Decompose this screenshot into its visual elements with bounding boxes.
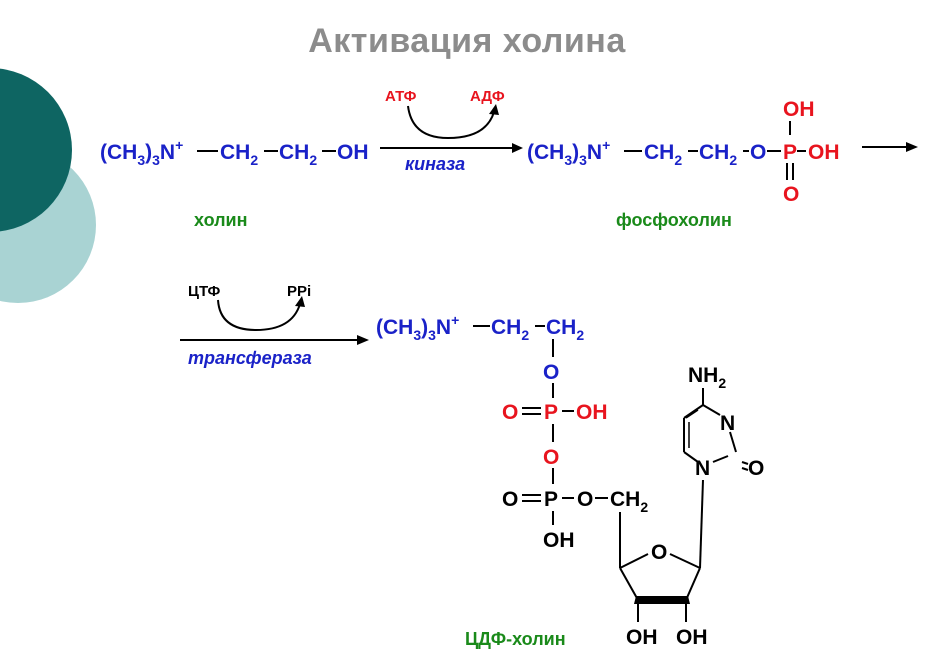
phosphocholine-label: фосфохолин: [616, 210, 732, 230]
svg-text:(CH3)3N+: (CH3)3N+: [100, 137, 183, 168]
cytosine-ring: [683, 388, 749, 471]
svg-text:OH: OH: [676, 626, 708, 649]
choline-label: холин: [194, 210, 247, 230]
svg-text:O: O: [577, 488, 593, 511]
adp-label: АДФ: [470, 88, 505, 105]
svg-text:CH2: CH2: [220, 141, 258, 168]
transferase-label: трансфераза: [188, 348, 312, 368]
atp-label: АТФ: [385, 88, 417, 105]
cdp-choline-formula: (CH3)3N+ CH2 CH2 O O P OH O O P O CH2 OH: [376, 312, 648, 552]
svg-text:CH2: CH2: [279, 141, 317, 168]
svg-text:P: P: [544, 488, 558, 511]
svg-text:(CH3)3N+: (CH3)3N+: [376, 312, 459, 343]
ctp-label: ЦТФ: [188, 283, 221, 300]
decorative-circles: [0, 68, 96, 303]
svg-text:CH2: CH2: [610, 488, 648, 515]
svg-text:N: N: [720, 412, 735, 435]
phosphocholine-formula: (CH3)3N+ CH2 CH2 O P OH OH O: [527, 98, 840, 206]
svg-text:O: O: [543, 361, 559, 384]
svg-text:O: O: [783, 183, 799, 206]
svg-text:OH: OH: [576, 401, 608, 424]
transferase-arrow: ЦТФ PPi трансфераза: [180, 283, 369, 368]
svg-text:CH2: CH2: [546, 316, 584, 343]
kinase-label: киназа: [405, 154, 465, 174]
svg-text:OH: OH: [543, 529, 575, 552]
svg-text:CH2: CH2: [491, 316, 529, 343]
svg-text:N: N: [695, 457, 710, 480]
svg-text:OH: OH: [783, 98, 815, 121]
ribose-ring: [619, 479, 704, 622]
dark-teal-circle: [0, 68, 72, 232]
svg-text:P: P: [544, 401, 558, 424]
page-title: Активация холина: [308, 22, 626, 60]
svg-text:OH: OH: [808, 141, 840, 164]
svg-text:NH2: NH2: [688, 364, 726, 391]
svg-text:OH: OH: [337, 141, 369, 164]
svg-text:O: O: [543, 446, 559, 469]
svg-text:CH2: CH2: [699, 141, 737, 168]
svg-text:(CH3)3N+: (CH3)3N+: [527, 137, 610, 168]
svg-text:O: O: [651, 541, 667, 564]
ppi-label: PPi: [287, 283, 311, 300]
svg-text:O: O: [750, 141, 766, 164]
svg-text:O: O: [502, 401, 518, 424]
svg-text:O: O: [748, 457, 764, 480]
choline-formula: (CH3)3N+ CH2 CH2 OH: [100, 137, 369, 168]
cdp-choline-label: ЦДФ-холин: [465, 629, 566, 649]
svg-text:CH2: CH2: [644, 141, 682, 168]
svg-text:O: O: [502, 488, 518, 511]
svg-text:OH: OH: [626, 626, 658, 649]
kinase-arrow: АТФ АДФ киназа: [380, 88, 523, 174]
svg-text:P: P: [783, 141, 797, 164]
